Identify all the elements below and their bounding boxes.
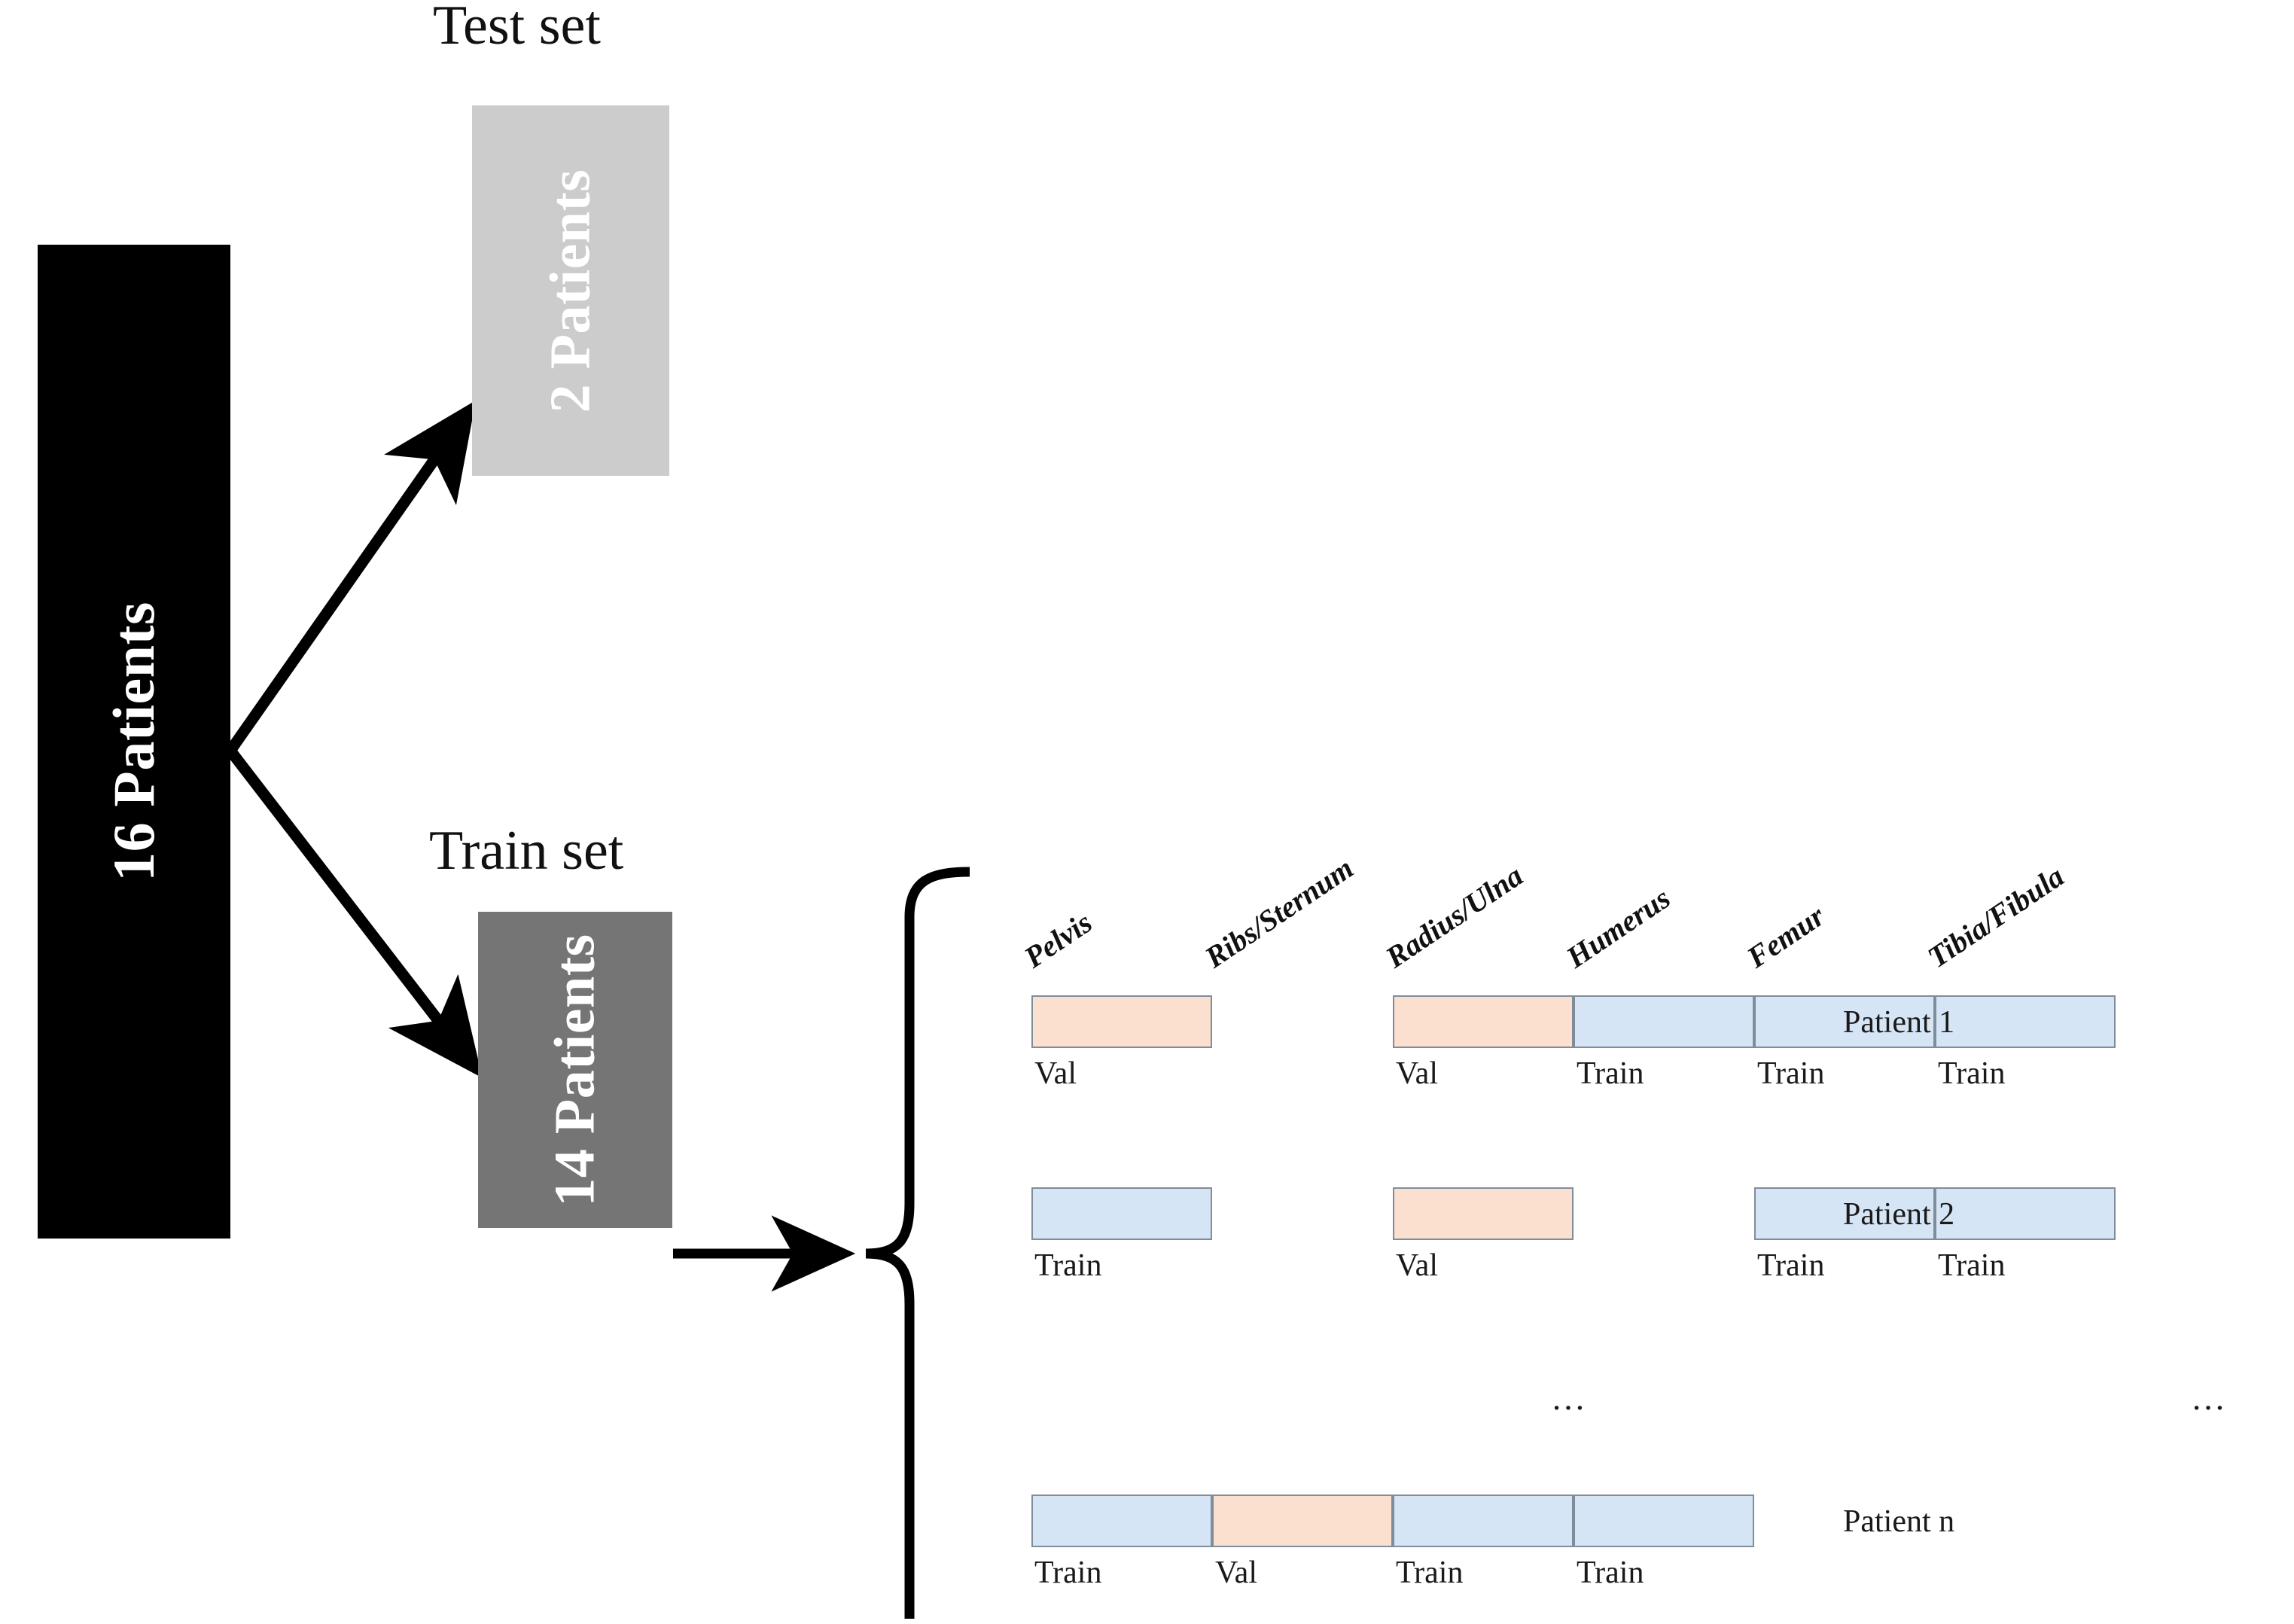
- test-patients-box: 2 Patients: [472, 105, 669, 476]
- train-patients-box: 14 Patients: [478, 912, 672, 1228]
- fold-cell-label: Val: [1034, 1056, 1077, 1091]
- fold-cell-train: [1393, 1495, 1574, 1547]
- fold-cell-label: Train: [1034, 1248, 1102, 1283]
- patient-row-label: Patient 1: [1843, 1005, 1955, 1040]
- total-patients-box: 16 Patients: [38, 245, 230, 1239]
- fold-cell-val: [1393, 995, 1574, 1048]
- fold-cell-train: [1031, 1187, 1212, 1240]
- fold-cell-label: Train: [1938, 1056, 2006, 1091]
- fold-cell-val: [1212, 1495, 1393, 1547]
- fold-cell-train: [1031, 1495, 1212, 1547]
- train-set-title: Train set: [429, 820, 624, 882]
- fold-cell-train: [1574, 995, 1754, 1048]
- fold-cell-val: [1031, 995, 1212, 1048]
- arrow-to-train-set: [226, 747, 483, 1078]
- fold-cell-label: Train: [1034, 1555, 1102, 1590]
- fold-cell-label: Train: [1757, 1056, 1825, 1091]
- fold-cell-label: Train: [1938, 1248, 2006, 1283]
- fold-cell-train: [1754, 995, 1935, 1048]
- fold-cell-label: Val: [1396, 1056, 1438, 1091]
- ellipsis-left: …: [1551, 1379, 1589, 1417]
- patient-row-label: Patient 2: [1843, 1197, 1955, 1232]
- column-header-femur: Femur: [1741, 898, 1831, 975]
- fold-cell-val: [1393, 1187, 1574, 1240]
- fold-cell-label: Train: [1577, 1555, 1644, 1590]
- fold-cell-label: Train: [1577, 1056, 1644, 1091]
- ellipsis-right: …: [2191, 1379, 2229, 1417]
- fold-cell-label: Train: [1396, 1555, 1464, 1590]
- fold-cell-label: Train: [1757, 1248, 1825, 1283]
- total-patients-label: 16 Patients: [101, 602, 166, 882]
- column-header-tibia-fibula: Tibia/Fibula: [1921, 858, 2070, 975]
- fold-cell-train: [1935, 1187, 2116, 1240]
- test-patients-label: 2 Patients: [538, 169, 602, 413]
- fold-cell-train: [1754, 1187, 1935, 1240]
- column-header-humerus: Humerus: [1560, 880, 1677, 975]
- test-set-title: Test set: [433, 0, 601, 56]
- patient-row-label: Patient n: [1843, 1504, 1955, 1539]
- train-patients-label: 14 Patients: [543, 933, 607, 1207]
- arrow-to-test-set: [225, 400, 477, 754]
- fold-cell-train: [1935, 995, 2116, 1048]
- fold-cell-train: [1574, 1495, 1754, 1547]
- fold-cell-label: Val: [1215, 1555, 1257, 1590]
- fold-cell-label: Val: [1396, 1248, 1438, 1283]
- column-header-ribs-sternum: Ribs/Sternum: [1199, 851, 1360, 975]
- column-header-radius-ulna: Radius/Ulna: [1379, 858, 1529, 975]
- curly-brace: [865, 867, 970, 1619]
